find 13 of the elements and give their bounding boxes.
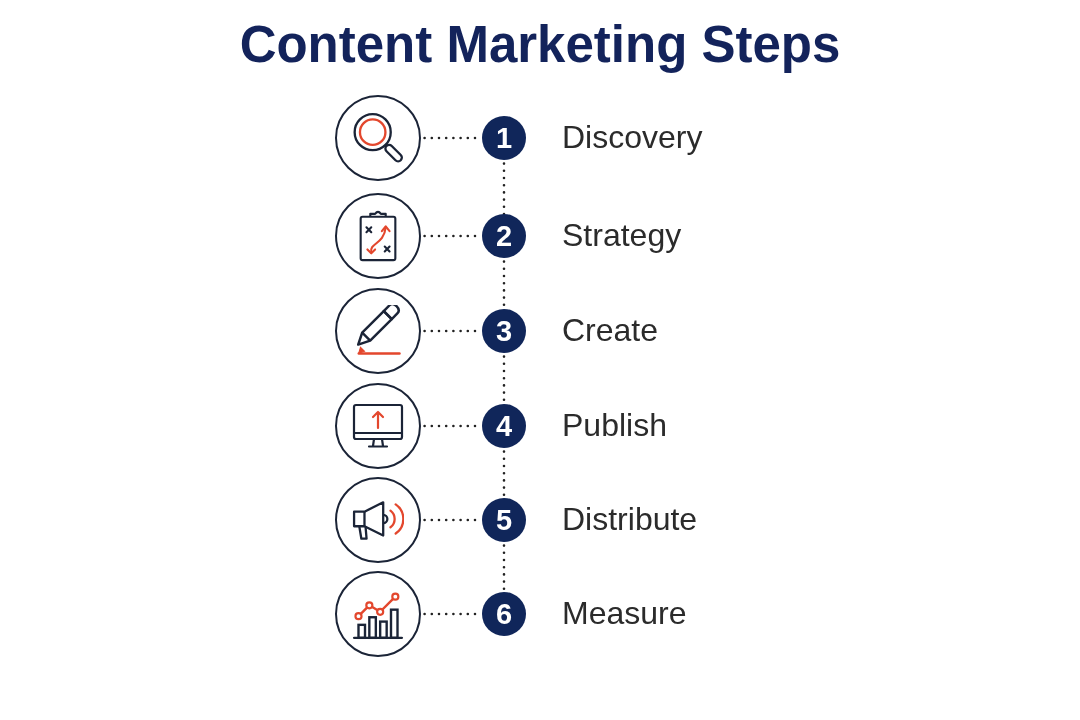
step-number: 3 <box>482 309 526 353</box>
step-number: 6 <box>482 592 526 636</box>
step-number: 1 <box>482 116 526 160</box>
step-number: 4 <box>482 404 526 448</box>
step-label: Discovery <box>562 118 703 157</box>
step-label: Strategy <box>562 216 682 255</box>
step-number: 2 <box>482 214 526 258</box>
step-label: Publish <box>562 406 667 445</box>
step-label: Measure <box>562 594 687 633</box>
step-label: Distribute <box>562 500 698 539</box>
step-number: 5 <box>482 498 526 542</box>
step-label: Create <box>562 311 659 350</box>
title: Content Marketing Steps <box>239 15 841 75</box>
